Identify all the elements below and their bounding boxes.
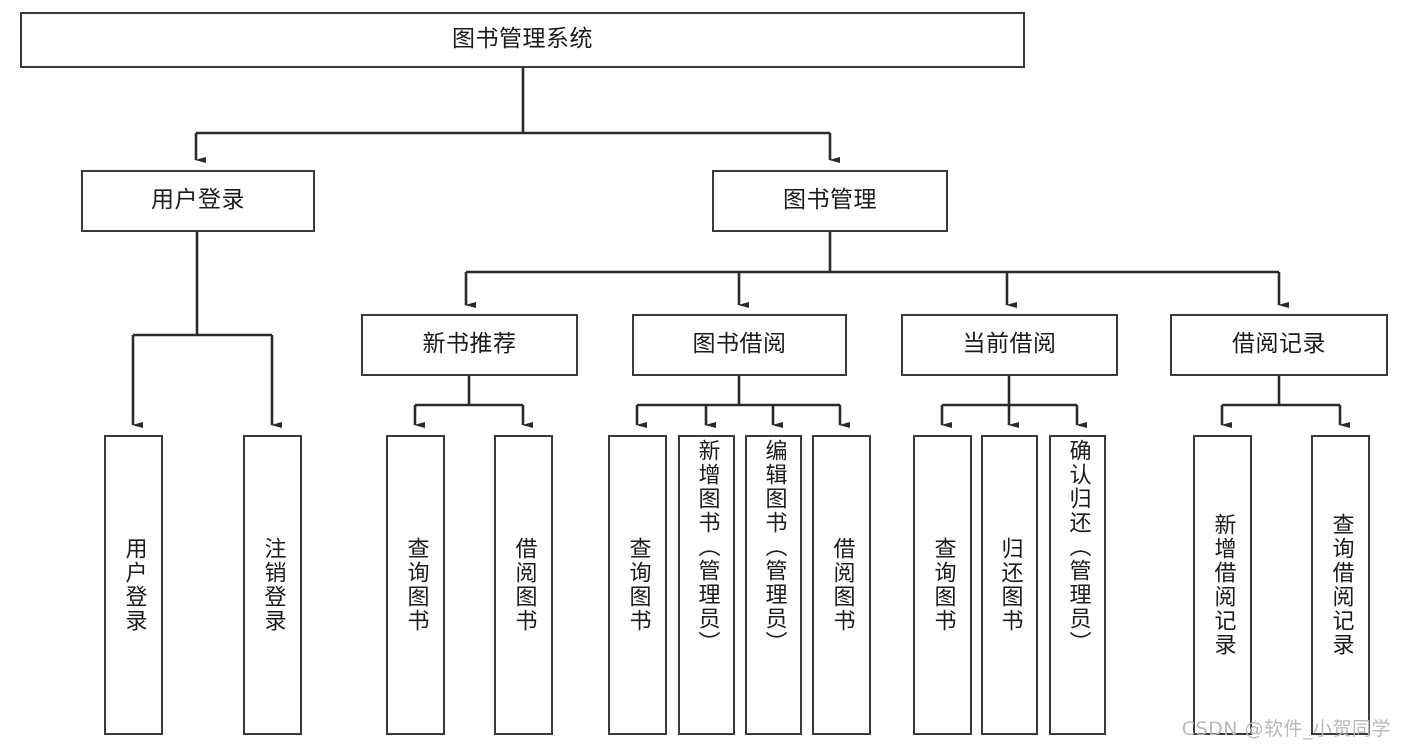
node-label: 借阅图书 — [829, 537, 855, 633]
node-current-borrow[interactable]: 当前借阅 — [901, 314, 1118, 376]
node-leaf-query-borrow-record[interactable]: 查询借阅记录 — [1311, 435, 1370, 735]
node-leaf-confirm-return-admin[interactable]: 确认归还（管理员） — [1049, 435, 1106, 735]
node-leaf-user-login[interactable]: 用户登录 — [104, 435, 163, 735]
node-label: 查询借阅记录 — [1328, 513, 1354, 657]
node-user-login[interactable]: 用户登录 — [81, 170, 315, 232]
node-leaf-return-book[interactable]: 归还图书 — [981, 435, 1038, 735]
node-leaf-logout-login[interactable]: 注销登录 — [243, 435, 302, 735]
node-label: 新书推荐 — [422, 331, 517, 358]
node-leaf-borrow-book[interactable]: 借阅图书 — [812, 435, 871, 735]
node-label: 借阅图书 — [511, 537, 537, 633]
node-label: 查询图书 — [930, 537, 956, 633]
node-label: 查询图书 — [403, 537, 429, 633]
node-leaf-add-borrow-record[interactable]: 新增借阅记录 — [1193, 435, 1252, 735]
node-label: 归还图书 — [997, 537, 1023, 633]
node-label: 图书管理系统 — [452, 26, 593, 53]
node-leaf-query-book-borrow[interactable]: 查询图书 — [608, 435, 667, 735]
node-book-management[interactable]: 图书管理 — [712, 170, 948, 232]
node-label: 用户登录 — [121, 537, 147, 633]
node-label: 编辑图书（管理员） — [761, 439, 787, 655]
node-new-book-recommendation[interactable]: 新书推荐 — [361, 314, 578, 376]
node-label: 图书借阅 — [692, 331, 787, 358]
node-book-borrow[interactable]: 图书借阅 — [632, 314, 847, 376]
node-leaf-add-book-admin[interactable]: 新增图书（管理员） — [678, 435, 735, 735]
node-label: 用户登录 — [151, 187, 245, 214]
node-label: 图书管理 — [783, 187, 877, 214]
node-borrow-record[interactable]: 借阅记录 — [1170, 314, 1388, 376]
node-label: 借阅记录 — [1232, 331, 1326, 358]
node-leaf-borrow-book-rec[interactable]: 借阅图书 — [494, 435, 553, 735]
csdn-watermark: CSDN @软件_小贺同学 — [1181, 718, 1391, 740]
node-label: 新增图书（管理员） — [694, 439, 720, 655]
node-label: 当前借阅 — [962, 331, 1057, 358]
node-leaf-query-book-current[interactable]: 查询图书 — [913, 435, 972, 735]
node-label: 确认归还（管理员） — [1065, 439, 1091, 655]
node-leaf-query-book-rec[interactable]: 查询图书 — [386, 435, 445, 735]
node-label: 查询图书 — [625, 537, 651, 633]
node-label: 注销登录 — [260, 537, 286, 633]
node-leaf-edit-book-admin[interactable]: 编辑图书（管理员） — [745, 435, 802, 735]
node-root-book-management-system[interactable]: 图书管理系统 — [20, 12, 1025, 68]
node-label: 新增借阅记录 — [1210, 513, 1236, 657]
